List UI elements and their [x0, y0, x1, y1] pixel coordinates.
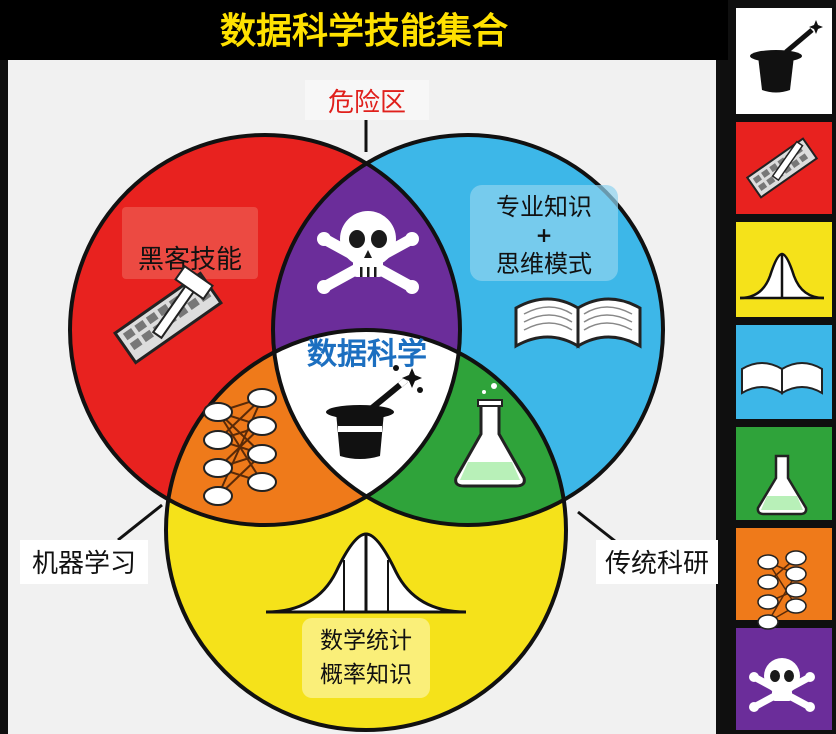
stats-label-line1: 数学统计 — [320, 628, 412, 654]
legend-swatch-neural-net — [736, 528, 832, 620]
legend-flask-icon — [756, 454, 808, 516]
legend-skull-icon — [749, 658, 815, 712]
stats-label-bg — [302, 618, 430, 698]
flask-icon — [454, 383, 526, 488]
skull-icon — [317, 211, 419, 294]
page-title: 数据科学技能集合 — [220, 10, 508, 52]
open-book-icon — [514, 297, 642, 349]
expertise-label-line2: 思维模式 — [496, 250, 592, 278]
legend-keyboard-hammer-icon — [745, 137, 819, 199]
machine-learning-label: 机器学习 — [32, 549, 136, 579]
stats-label-line2: 概率知识 — [320, 662, 412, 688]
neural-net-icon — [203, 388, 277, 506]
danger-zone-label: 危险区 — [328, 88, 406, 118]
legend-column — [728, 0, 836, 734]
hacking-label-bg — [122, 207, 258, 279]
expertise-label-plus: + — [536, 223, 553, 247]
traditional-research-label: 传统科研 — [605, 549, 709, 579]
legend-magic-hat-icon — [750, 20, 823, 93]
title-bar — [0, 0, 728, 60]
ml-pointer-line — [117, 503, 163, 542]
expertise-label-line1: 专业知识 — [496, 193, 592, 221]
research-label-bg — [596, 540, 718, 584]
bell-curve-icon — [265, 532, 467, 614]
legend-open-book-icon — [741, 362, 823, 395]
expertise-label-bg — [470, 185, 618, 281]
ml-label-bg — [20, 540, 148, 584]
legend-bell-curve-icon — [739, 252, 825, 300]
legend-neural-net-icon — [757, 550, 807, 630]
data-science-label: 数据科学 — [307, 337, 427, 372]
research-region — [273, 330, 566, 525]
danger-label-bg — [305, 80, 429, 120]
research-pointer-line — [577, 510, 621, 547]
magic-hat-icon — [326, 365, 423, 459]
keyboard-hammer-icon — [112, 264, 224, 365]
